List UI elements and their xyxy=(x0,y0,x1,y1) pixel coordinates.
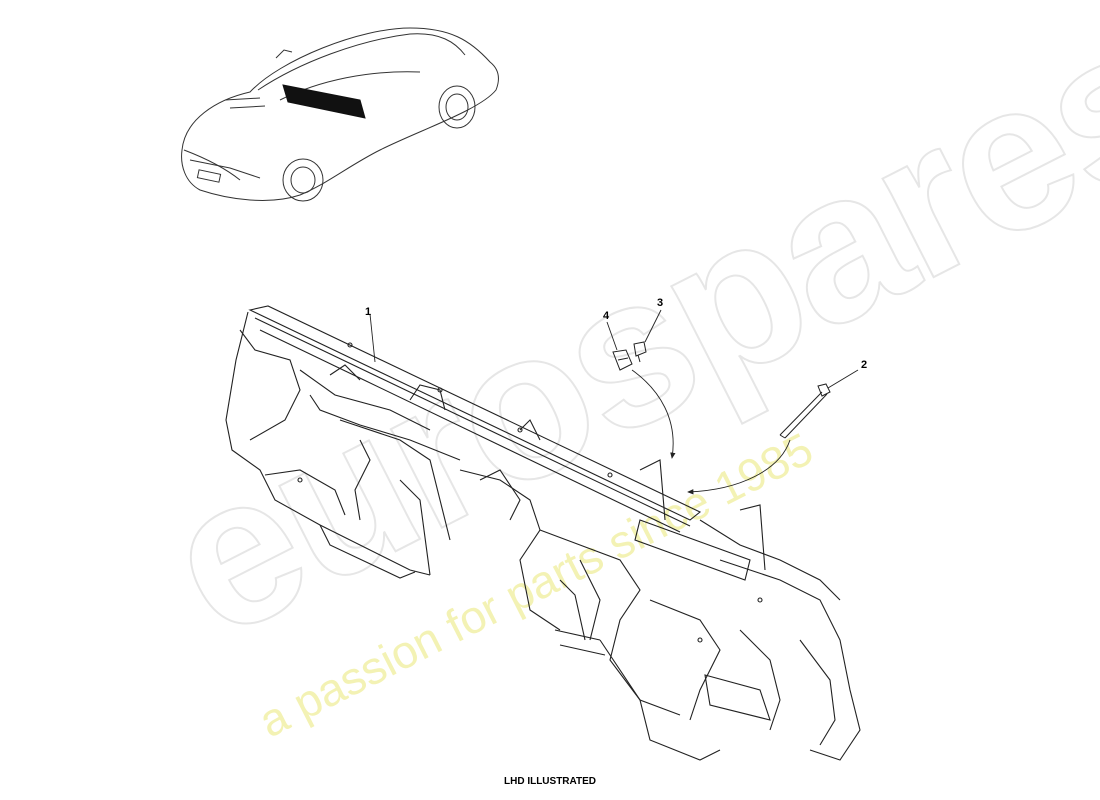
highlighted-crossbeam xyxy=(282,84,366,119)
car-overview xyxy=(181,27,499,202)
part-3-fastener xyxy=(633,341,647,363)
part-2-bolt xyxy=(779,383,831,439)
callout-3: 3 xyxy=(657,297,664,309)
callout-2: 2 xyxy=(861,359,868,371)
leader-lines xyxy=(369,309,859,495)
cross-car-beam-assembly xyxy=(225,305,861,761)
callout-1: 1 xyxy=(365,306,372,318)
part-4-clip xyxy=(612,349,633,371)
diagram-caption: LHD ILLUSTRATED xyxy=(503,776,597,787)
callout-4: 4 xyxy=(603,310,610,322)
